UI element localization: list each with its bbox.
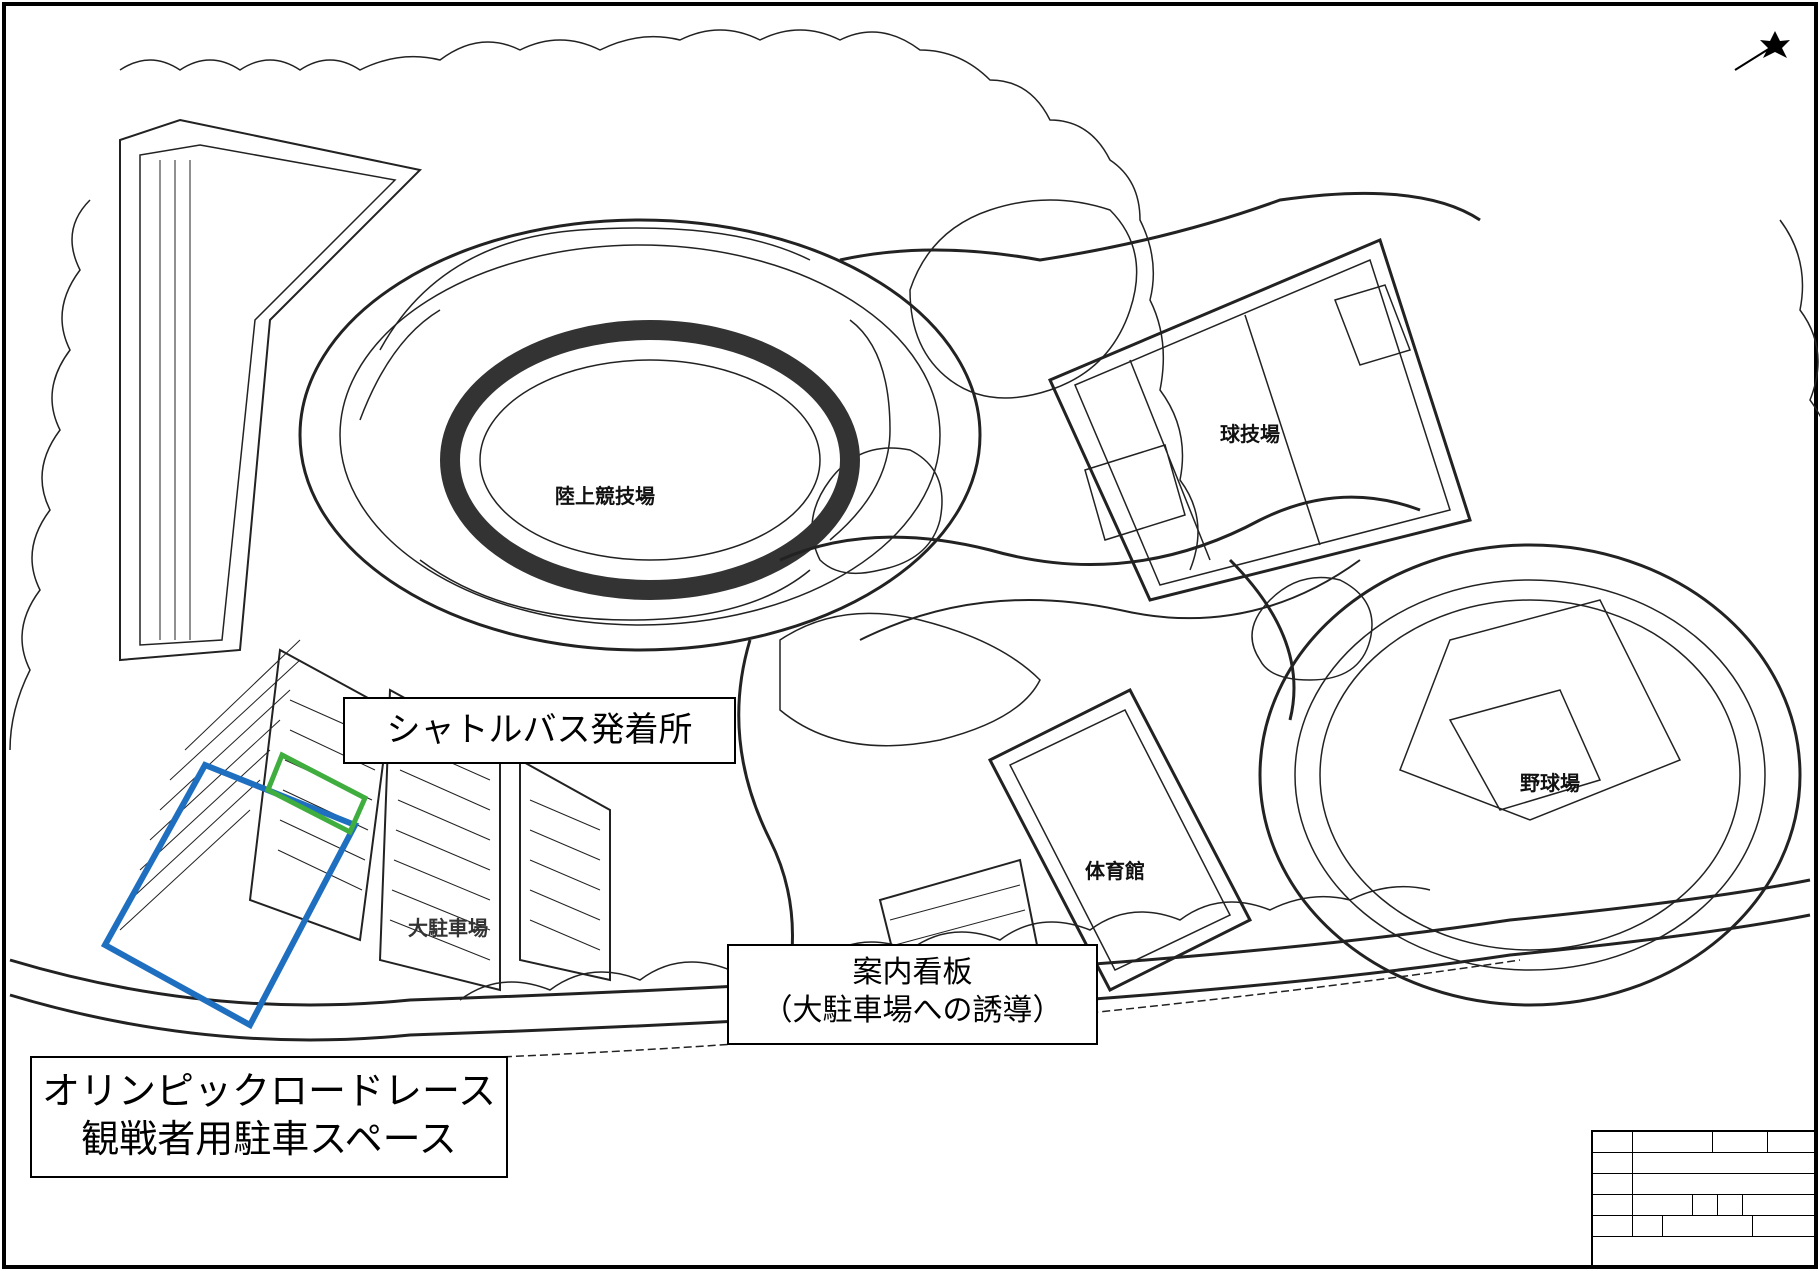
shuttle-bus-callout: シャトルバス発着所 — [343, 697, 736, 764]
title-block-row — [1593, 1216, 1814, 1237]
drawing-title-block — [1591, 1130, 1816, 1267]
signboard-title: 案内看板 — [852, 955, 973, 990]
title-block-row — [1593, 1174, 1814, 1195]
title-block-row — [1593, 1195, 1814, 1216]
title-block-row — [1593, 1237, 1814, 1257]
olympic-parking-outline — [100, 761, 360, 1030]
olympic-parking-line2: 観戦者用駐車スペース — [81, 1116, 457, 1161]
large-parking-label: 大駐車場 — [408, 916, 488, 940]
olympic-parking-callout: オリンピックロードレース 観戦者用駐車スペース — [30, 1056, 508, 1178]
shuttle-bus-outline — [264, 751, 369, 836]
gymnasium-label: 体育館 — [1085, 859, 1145, 883]
shuttle-bus-text: シャトルバス発着所 — [386, 710, 693, 750]
athletics-stadium-label: 陸上競技場 — [555, 484, 655, 508]
baseball-stadium-label: 野球場 — [1520, 771, 1580, 795]
title-block-row — [1593, 1132, 1814, 1153]
north-arrow-icon — [1734, 31, 1790, 71]
tree-boundary — [119, 29, 1820, 571]
olympic-parking-line1: オリンピックロードレース — [41, 1069, 497, 1113]
long-parking-block — [119, 118, 423, 662]
signboard-callout: 案内看板 （大駐車場への誘導） — [727, 944, 1098, 1045]
title-block-row — [1593, 1153, 1814, 1174]
ball-field-label: 球技場 — [1220, 422, 1280, 446]
signboard-subtitle: （大駐車場への誘導） — [762, 992, 1063, 1028]
